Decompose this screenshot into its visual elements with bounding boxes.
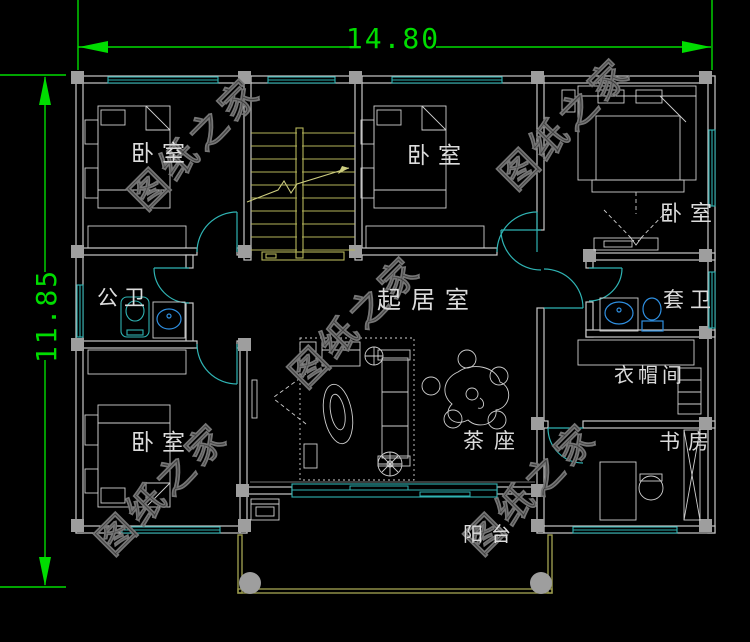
room-label-study: 书房 xyxy=(659,431,717,454)
window-stairwell xyxy=(267,76,336,84)
study-desk xyxy=(599,429,701,521)
balcony xyxy=(237,534,553,594)
balcony-column-left xyxy=(239,572,261,594)
room-label-ensuite: 套卫 xyxy=(663,289,717,312)
doors xyxy=(153,211,623,464)
door-cloakroom xyxy=(543,268,584,309)
room-label-tea: 茶座 xyxy=(463,430,525,453)
room-label-balcony: 阳台 xyxy=(463,523,519,546)
public-bath-toilet xyxy=(120,296,150,338)
cloakroom-rack xyxy=(577,339,695,366)
washing-machine xyxy=(250,498,280,521)
room-label-bedroom-right: 卧室 xyxy=(660,201,720,226)
dimension-height: 11.85 xyxy=(0,74,66,588)
cloakroom-shelf xyxy=(677,367,702,415)
window-top-middle xyxy=(391,76,503,84)
window-right-bedroom xyxy=(708,129,716,207)
tea-table-set xyxy=(421,349,510,430)
door-study xyxy=(547,427,584,464)
bed-top-right xyxy=(561,85,697,193)
dimension-height-value: 11.85 xyxy=(30,269,63,363)
hall-cabinet xyxy=(261,251,345,261)
door-middle-bedroom xyxy=(496,211,538,253)
balcony-column-right xyxy=(530,572,552,594)
window-study xyxy=(572,526,678,534)
room-label-bedroom-middle: 卧室 xyxy=(407,142,469,168)
ensuite-sink xyxy=(599,297,639,332)
staircase xyxy=(246,127,355,261)
dimension-width-value: 14.80 xyxy=(346,22,440,55)
door-ensuite xyxy=(588,267,623,302)
room-label-cloakroom: 衣帽间 xyxy=(614,364,686,387)
room-label-public-bath: 公卫 xyxy=(97,287,151,310)
wardrobe-bl xyxy=(87,349,187,375)
furniture xyxy=(84,85,702,521)
window-ensuite xyxy=(708,271,716,329)
window-top-left xyxy=(107,76,219,84)
ensuite-toilet xyxy=(641,297,664,332)
sofa-set xyxy=(299,337,415,481)
window-bl-bedroom xyxy=(121,526,221,534)
windows xyxy=(76,76,716,534)
door-bl-bedroom xyxy=(196,343,238,385)
door-tl-bedroom xyxy=(196,211,238,253)
wardrobe-tl xyxy=(87,225,187,249)
room-label-living: 起居室 xyxy=(377,287,479,314)
tv-cabinet-right-bedroom xyxy=(593,192,669,251)
tv-projection xyxy=(251,373,307,425)
door-right-bedroom xyxy=(500,229,542,271)
room-label-bedroom-bl: 卧室 xyxy=(131,429,193,455)
structural-columns xyxy=(71,71,712,532)
stair-direction-arrow xyxy=(246,166,350,203)
public-bath-sink xyxy=(152,301,186,339)
room-labels: 卧室 卧室 卧室 卧室 起居室 公卫 套卫 衣帽间 茶座 书房 阳台 xyxy=(97,140,720,546)
room-label-bedroom-tl: 卧室 xyxy=(131,140,193,166)
dimension-width: 14.80 xyxy=(77,0,713,70)
wardrobe-middle xyxy=(365,225,485,249)
window-public-bath xyxy=(76,284,84,338)
sliding-door-balcony xyxy=(291,483,498,498)
